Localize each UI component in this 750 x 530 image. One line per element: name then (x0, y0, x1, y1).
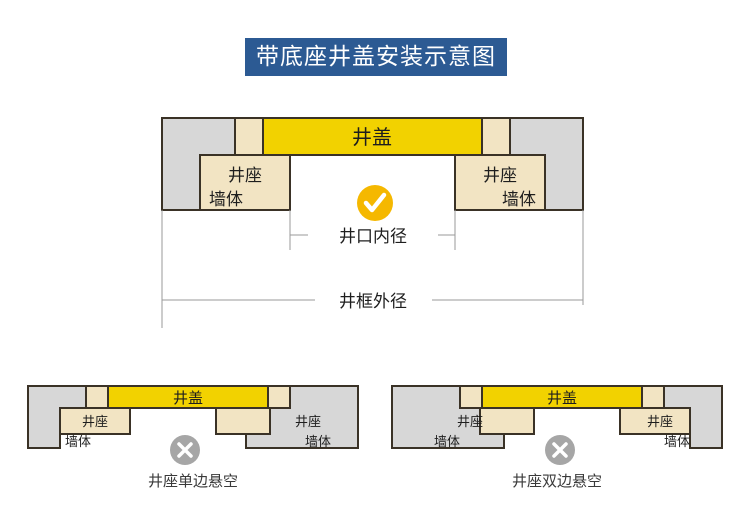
bad-example-single-side: 井盖 井座 井座 墙体 墙体 井座单边悬空 (18, 378, 368, 503)
base-left-column (85, 385, 109, 409)
label-wall-right: 墙体 (502, 190, 536, 210)
caption-double-side: 井座双边悬空 (511, 472, 602, 490)
cover-shape (107, 385, 269, 409)
cross-icon (545, 435, 575, 465)
cover-shape (262, 117, 483, 156)
page-title-banner: 带底座井盖安装示意图 (245, 38, 507, 76)
cover-shape (481, 385, 643, 409)
caption-single-side: 井座单边悬空 (147, 472, 238, 490)
bad-example-double-side: 井盖 井座 井座 墙体 墙体 井座双边悬空 (382, 378, 732, 503)
page-title: 带底座井盖安装示意图 (256, 43, 496, 70)
check-icon (357, 185, 393, 221)
label-base-right: 井座 (483, 166, 517, 186)
cross-icon (170, 435, 200, 465)
label-cover: 井盖 (547, 389, 577, 407)
dimension-label-outer: 井框外径 (339, 292, 407, 312)
label-base-right: 井座 (295, 415, 321, 430)
label-wall-left: 墙体 (434, 435, 460, 450)
label-base-left: 井座 (228, 166, 262, 186)
base-right-column (481, 117, 511, 156)
label-base-left: 井座 (82, 415, 108, 430)
dimension-label-inner: 井口内径 (339, 227, 407, 247)
base-right-column (641, 385, 665, 409)
base-left-ledge-overhang (479, 407, 535, 435)
label-wall-right: 墙体 (664, 435, 690, 450)
base-left-column (234, 117, 264, 156)
label-wall-right: 墙体 (305, 435, 331, 450)
label-base-right: 井座 (647, 415, 673, 430)
label-wall-left: 墙体 (65, 435, 91, 450)
main-diagram-correct-installation: 井盖 井座 井座 墙体 墙体 井口内径 井框外径 (150, 100, 600, 340)
label-cover: 井盖 (352, 125, 392, 149)
label-base-left: 井座 (457, 415, 483, 430)
base-right-column (267, 385, 291, 409)
label-wall-left: 墙体 (209, 190, 243, 210)
label-cover: 井盖 (173, 389, 203, 407)
base-left-column (459, 385, 483, 409)
base-right-ledge-overhang (215, 407, 271, 435)
